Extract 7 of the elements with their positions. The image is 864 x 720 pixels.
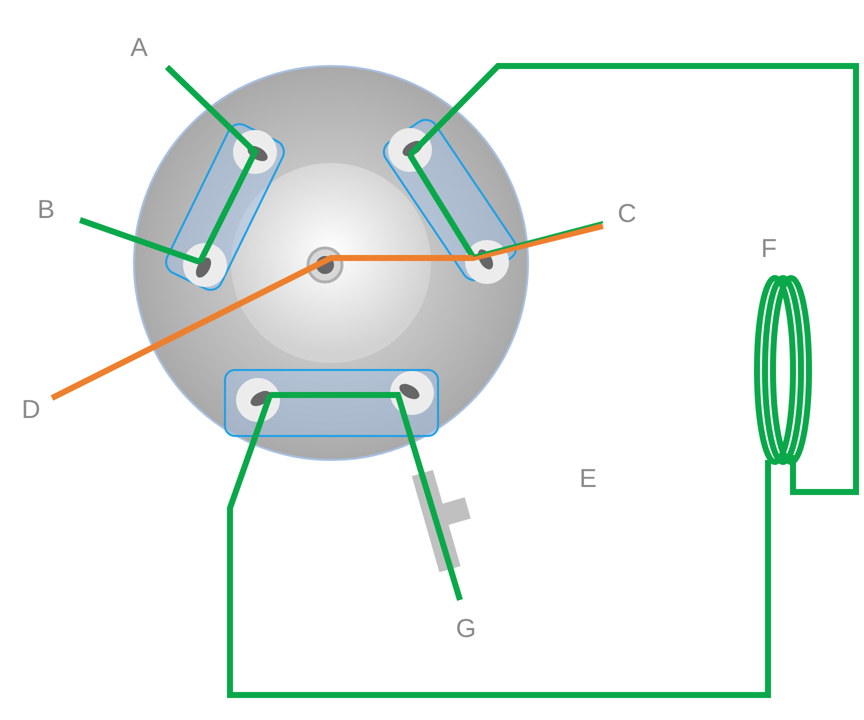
callout-letter: D — [22, 396, 40, 422]
callout-letter: E — [579, 465, 597, 491]
callout-letter: G — [456, 615, 476, 641]
callout-letter: F — [761, 235, 777, 261]
callout-letter: B — [37, 196, 55, 222]
callout-letter: C — [618, 200, 636, 226]
callout-letter: A — [130, 34, 148, 60]
